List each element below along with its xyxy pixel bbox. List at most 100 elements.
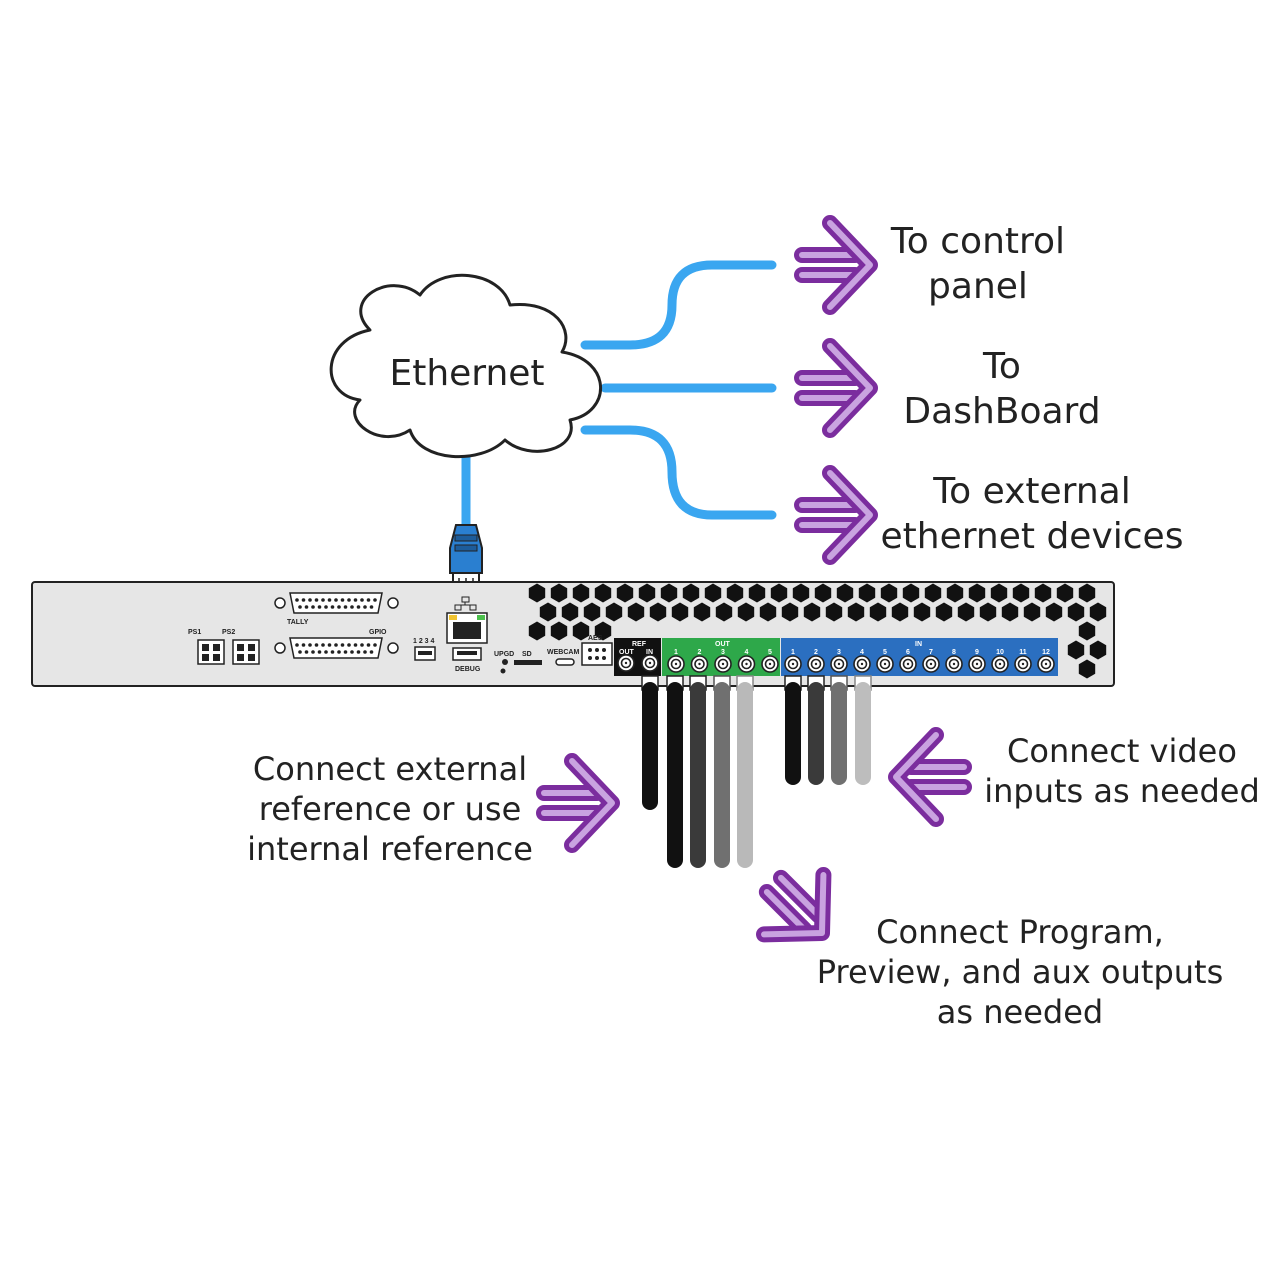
vent-hole	[737, 602, 755, 622]
ref-out-bnc-connector-icon[interactable]	[617, 654, 635, 672]
pin	[373, 598, 377, 602]
port-number: 2	[814, 649, 818, 656]
upgd-label: UPGD	[494, 651, 514, 658]
bnc-connector-icon[interactable]	[784, 655, 802, 673]
tally-port[interactable]	[274, 592, 399, 614]
reference-callout-line3: internal reference	[247, 830, 533, 868]
usb-numbers: 1 2 3 4	[413, 638, 435, 645]
vent-hole	[1078, 659, 1096, 679]
destination-dashboard-line1: To	[982, 346, 1021, 387]
vent-hole	[594, 621, 612, 641]
pin	[360, 598, 364, 602]
pin	[314, 598, 319, 602]
bnc-connector-icon[interactable]	[876, 655, 894, 673]
pin	[366, 598, 371, 602]
pin	[334, 598, 338, 602]
vent-hole	[803, 602, 821, 622]
port-number: 2	[698, 649, 702, 656]
bnc-connector-icon[interactable]	[667, 655, 685, 673]
bnc-connector-icon[interactable]	[899, 655, 917, 673]
output-cable-4	[736, 675, 754, 868]
pin	[334, 643, 338, 647]
pin	[337, 650, 341, 654]
bnc-connector-icon[interactable]	[991, 655, 1009, 673]
vent-hole	[704, 583, 722, 603]
vent-hole	[759, 602, 777, 622]
vent-hole	[1023, 602, 1041, 622]
double-arrow-icon	[744, 855, 851, 962]
vent-hole	[561, 602, 579, 622]
ps1-label: PS1	[188, 629, 201, 636]
pin	[317, 650, 322, 654]
bnc-connector-icon[interactable]	[761, 655, 779, 673]
usb-port[interactable]	[414, 646, 436, 661]
pin	[340, 598, 345, 602]
gpio-port[interactable]	[274, 637, 399, 659]
input-cable-1	[784, 675, 802, 785]
pin	[321, 643, 325, 647]
pin	[343, 650, 348, 654]
pin	[369, 605, 374, 609]
vent-hole	[1089, 640, 1107, 660]
pin	[301, 598, 306, 602]
ref-cable	[641, 675, 659, 810]
in-block	[781, 638, 1058, 676]
bnc-connector-icon[interactable]	[830, 655, 848, 673]
sd-card-slot[interactable]	[514, 660, 542, 665]
pin	[324, 650, 328, 654]
debug-usb-port[interactable]	[452, 647, 482, 661]
ref-in-bnc-connector-icon[interactable]	[641, 654, 659, 672]
bnc-connector-icon[interactable]	[1037, 655, 1055, 673]
port-number: 10	[996, 649, 1004, 656]
pin	[327, 643, 332, 647]
pin	[350, 650, 354, 654]
destination-external-line1: To external	[932, 471, 1130, 512]
bnc-connector-icon[interactable]	[690, 655, 709, 673]
out-group-label: OUT	[715, 641, 731, 648]
pin	[304, 650, 309, 654]
pin	[321, 598, 325, 602]
vent-hole	[572, 621, 590, 641]
port-number: 1	[791, 649, 795, 656]
bnc-connector-icon[interactable]	[922, 655, 940, 673]
network-icon	[454, 596, 477, 611]
upgd-button[interactable]	[502, 659, 508, 665]
pin	[298, 650, 302, 654]
bnc-connector-icon[interactable]	[1014, 655, 1032, 673]
vent-hole	[550, 621, 568, 641]
bnc-connector-icon[interactable]	[737, 655, 756, 673]
vent-hole	[924, 583, 942, 603]
bnc-connector-icon[interactable]	[968, 655, 986, 673]
pin	[330, 650, 335, 654]
vent-hole	[528, 621, 546, 641]
vent-hole	[550, 583, 568, 603]
pin	[343, 605, 348, 609]
vent-hole	[979, 602, 997, 622]
pin	[308, 643, 312, 647]
ref-label: REF	[632, 641, 647, 648]
ethernet-port[interactable]	[446, 612, 488, 644]
webcam-port[interactable]	[555, 658, 575, 666]
bnc-connector-icon[interactable]	[853, 655, 871, 673]
bnc-connector-icon[interactable]	[945, 655, 963, 673]
pin	[295, 598, 299, 602]
ref-in-label: IN	[646, 649, 653, 656]
bnc-connector-icon[interactable]	[714, 655, 732, 673]
vent-hole	[539, 602, 557, 622]
pin	[304, 605, 309, 609]
vent-hole	[605, 602, 623, 622]
aes-port[interactable]	[581, 642, 613, 666]
ps2-connector[interactable]	[232, 639, 260, 665]
bnc-connector-icon[interactable]	[807, 655, 825, 673]
double-arrow-icon	[802, 473, 870, 557]
reference-callout-line1: Connect external	[253, 750, 527, 788]
pin	[324, 605, 328, 609]
ps1-connector[interactable]	[197, 639, 225, 665]
vent-hole	[671, 602, 689, 622]
cable-to-control-panel	[580, 260, 777, 350]
vent-hole	[957, 602, 975, 622]
sd-label: SD	[522, 651, 532, 658]
vent-hole	[880, 583, 898, 603]
